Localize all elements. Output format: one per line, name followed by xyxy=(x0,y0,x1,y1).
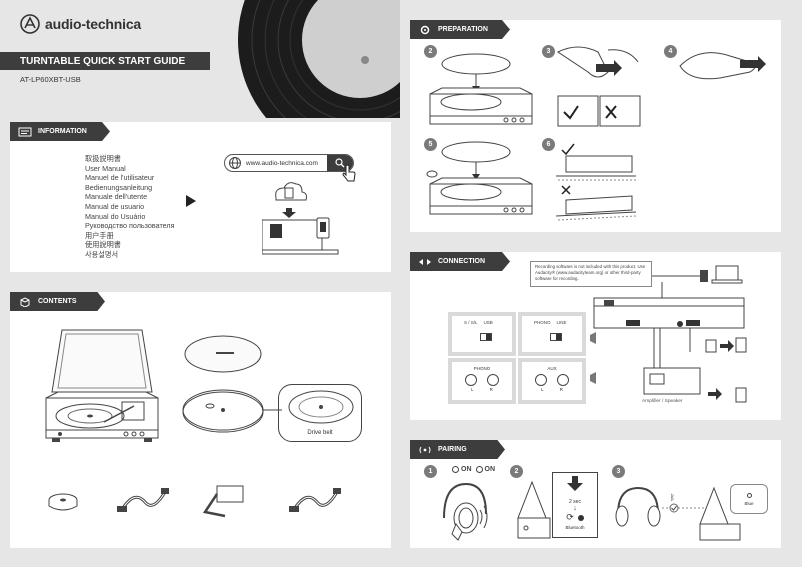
language-item: User Manual xyxy=(85,163,126,173)
step-number: 1 xyxy=(424,465,437,478)
step-number: 2 xyxy=(510,465,523,478)
step-number: 3 xyxy=(612,465,625,478)
vinyl-record-graphic xyxy=(238,0,400,118)
phono-usb-switch[interactable] xyxy=(480,333,492,341)
manual-icon xyxy=(18,127,32,136)
model-number: AT-LP60XBT-USB xyxy=(20,75,81,84)
title-banner: TURNTABLE QUICK START GUIDE xyxy=(0,52,210,70)
hand-pointer-icon xyxy=(342,164,356,182)
power-on-indicator: ON ON xyxy=(452,466,495,473)
audio-technica-logo-icon xyxy=(20,14,40,34)
guide-title: TURNTABLE QUICK START GUIDE xyxy=(20,55,186,67)
callout-line xyxy=(262,409,282,411)
bluetooth-status-icons: ⟳ xyxy=(553,512,597,523)
connection-icon xyxy=(419,258,431,265)
rca-jack-icon xyxy=(487,374,499,386)
blue-led-icon xyxy=(577,514,584,521)
pairing-step-3-illustration: ᛒ xyxy=(615,486,741,541)
language-item: 取扱説明書 xyxy=(85,154,121,163)
connection-diagram xyxy=(590,265,747,403)
amplifier-label: Amplifier / Speaker xyxy=(642,399,683,404)
language-item: Manual do Usuário xyxy=(85,211,146,221)
information-panel xyxy=(10,122,391,272)
step-number: 2 xyxy=(424,45,437,58)
language-item: Manuale dell'utente xyxy=(85,192,148,202)
url-bar[interactable]: www.audio-technica.com xyxy=(224,154,354,172)
information-header: INFORMATION xyxy=(10,122,110,141)
language-item: Bedienungsanleitung xyxy=(85,182,153,192)
power-icon xyxy=(475,466,483,473)
language-item: Руководство пользователя xyxy=(85,221,175,231)
press-arrow-icon xyxy=(567,476,583,491)
step-number: 3 xyxy=(542,45,555,58)
prep-step-5-illustration xyxy=(426,141,533,215)
preparation-header: PREPARATION xyxy=(410,20,510,39)
blue-led-icon xyxy=(746,492,752,498)
globe-icon xyxy=(229,157,241,169)
platter-illustration xyxy=(182,335,264,433)
language-item: Manuel de l'utilisateur xyxy=(85,173,155,183)
step-number: 6 xyxy=(542,138,555,151)
arrow-right-icon xyxy=(186,195,196,207)
language-item: Manual de usuario xyxy=(85,201,145,211)
svg-text:ᛒ: ᛒ xyxy=(670,493,675,502)
prep-step-6-illustration xyxy=(556,143,637,221)
note-text: Recording software is not included with … xyxy=(535,264,646,281)
gear-icon xyxy=(420,25,430,34)
brand-name: audio-technica xyxy=(45,16,141,32)
prep-step-4-illustration xyxy=(679,52,766,80)
sync-icon: ⟳ xyxy=(566,512,574,522)
rca-jack-icon xyxy=(557,374,569,386)
rca-jack-icon xyxy=(465,374,477,386)
turntable-illustration xyxy=(45,329,159,442)
rca-jack-icon xyxy=(535,374,547,386)
blue-led-callout: Blue xyxy=(730,484,768,514)
url-text: www.audio-technica.com xyxy=(246,159,318,167)
language-item: 使用說明書 xyxy=(85,240,121,250)
headphones-step-1-illustration xyxy=(443,482,488,541)
language-item: 用户手册 xyxy=(85,230,114,240)
language-item: 사용설명서 xyxy=(85,249,119,259)
prep-step-3-illustration xyxy=(557,46,641,127)
drive-belt-callout: Drive belt xyxy=(278,384,362,442)
accessories-illustration xyxy=(48,485,341,518)
search-icon xyxy=(335,158,345,168)
drive-belt-illustration xyxy=(288,390,354,424)
bluetooth-label: Bluetooth xyxy=(565,525,585,530)
wireless-icon xyxy=(419,446,431,453)
turntable-side-illustration xyxy=(517,480,551,539)
pairing-header: PAIRING xyxy=(410,440,505,459)
phono-line-switch[interactable] xyxy=(550,333,562,341)
power-icon xyxy=(452,466,459,473)
connection-header: CONNECTION xyxy=(410,252,510,271)
download-illustration xyxy=(262,182,339,255)
sec-text: 2 sec xyxy=(569,499,581,505)
contents-header: CONTENTS xyxy=(10,292,105,311)
recording-software-note: Recording software is not included with … xyxy=(530,261,652,287)
blue-label: Blue xyxy=(744,500,754,506)
brand-logo: audio-technica xyxy=(20,14,141,34)
drive-belt-label: Drive belt xyxy=(307,430,333,436)
prep-step-2-illustration xyxy=(429,53,533,125)
step-number: 5 xyxy=(424,138,437,151)
bluetooth-button-callout: 2 sec ↓ ⟳ Bluetooth xyxy=(552,472,598,538)
language-list: 取扱説明書 User Manual Manuel de l'utilisateu… xyxy=(85,154,175,260)
box-icon xyxy=(20,296,30,307)
step-number: 4 xyxy=(664,45,677,58)
